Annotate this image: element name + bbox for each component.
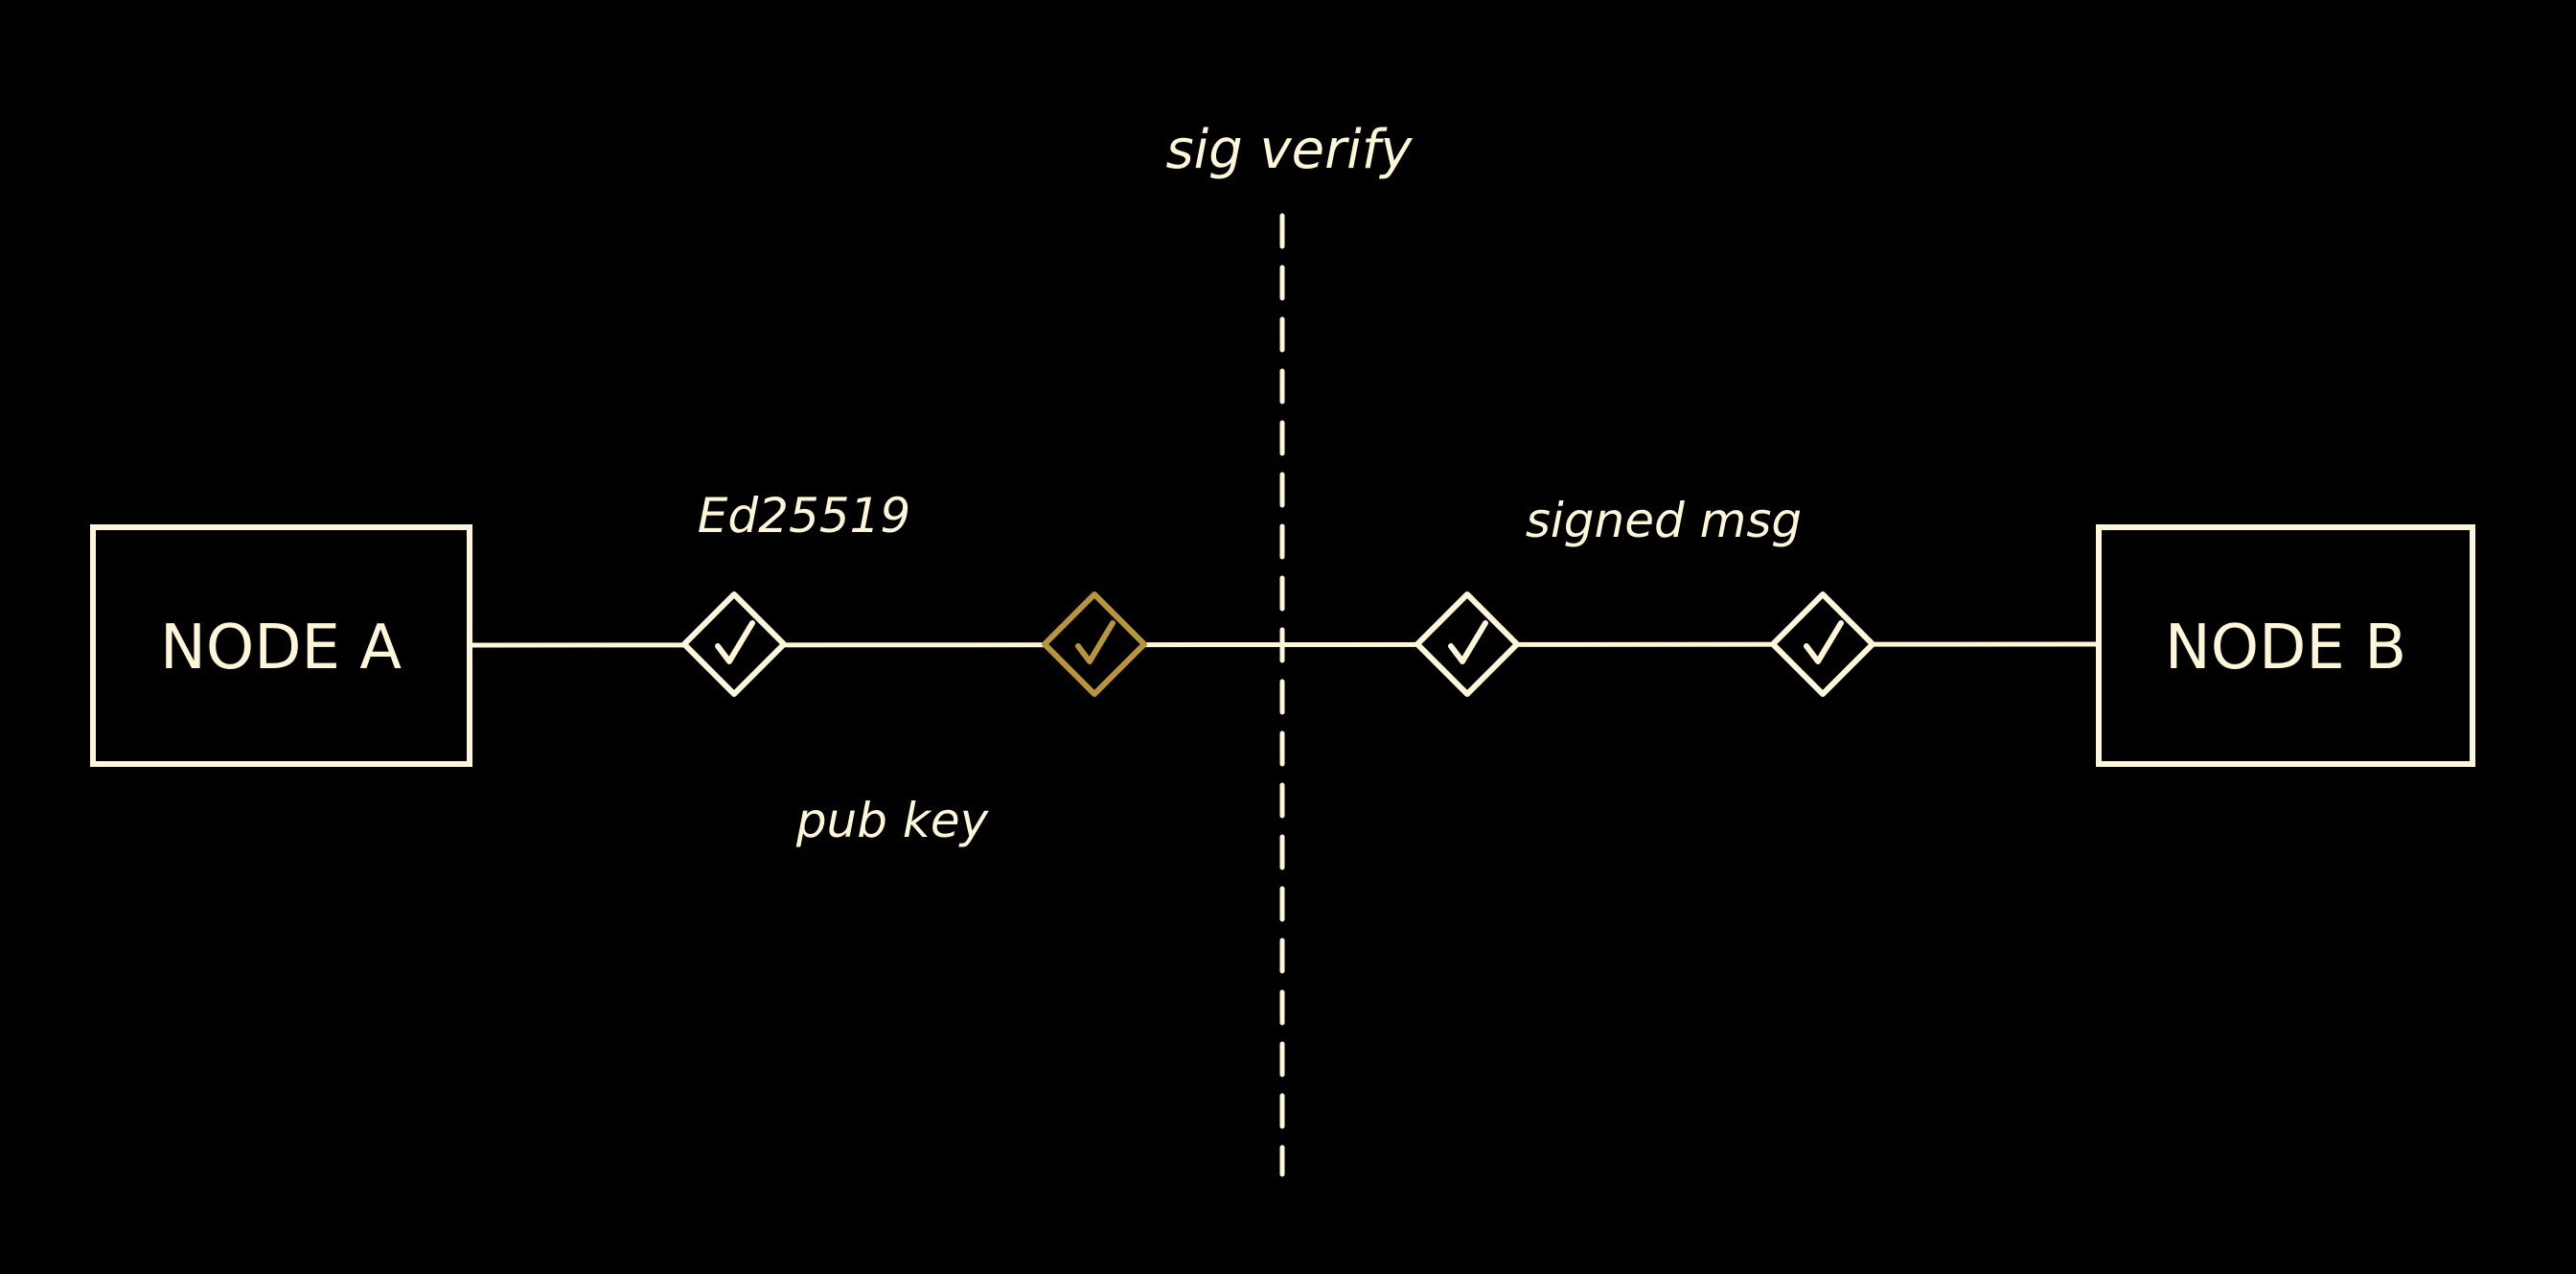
check-icon (1075, 620, 1116, 664)
checkpoint-diamond (1770, 591, 1875, 697)
checkpoint-2 (1042, 591, 1147, 697)
algorithm-label: Ed25519 (698, 488, 910, 544)
checkpoint-4 (1770, 591, 1875, 697)
checkpoints (681, 591, 1875, 697)
signed-message-label: signed msg (1526, 493, 1802, 548)
checkpoint-diamond (1042, 591, 1147, 697)
checkpoint-diamond (681, 591, 787, 697)
public-key-label: pub key (795, 793, 990, 848)
boundary-label: sig verify (1165, 119, 1413, 181)
check-icon (1804, 620, 1844, 664)
node-a-label: NODE A (160, 613, 402, 683)
node-b-label: NODE B (2165, 613, 2406, 683)
check-icon (715, 620, 755, 664)
node-a-box (90, 524, 472, 767)
node-b: NODE B (2096, 524, 2475, 767)
checkpoint-diamond (1414, 591, 1520, 697)
node-a: NODE A (90, 524, 472, 767)
checkpoint-1 (681, 591, 787, 697)
checkpoint-3 (1414, 591, 1520, 697)
node-b-box (2096, 524, 2475, 767)
check-icon (1448, 620, 1488, 664)
